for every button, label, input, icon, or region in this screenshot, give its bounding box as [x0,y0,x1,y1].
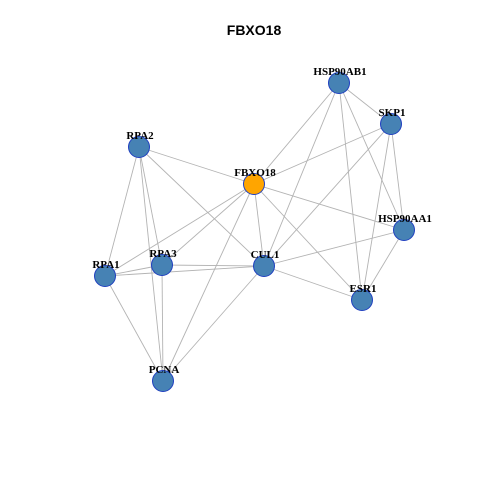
node-label-hsp90ab1: HSP90AB1 [313,66,366,78]
edge-hsp90ab1-hsp90aa1 [338,82,405,231]
edge-cul1-esr1 [263,265,363,301]
edge-hsp90ab1-skp1 [338,82,392,125]
edge-fbxo18-pcna [162,183,255,382]
edge-cul1-rpa1 [104,265,265,277]
node-label-esr1: ESR1 [350,283,377,295]
edge-rpa3-pcna [161,264,164,382]
edge-hsp90aa1-esr1 [361,229,405,301]
edge-rpa2-rpa1 [104,146,140,277]
edge-cul1-pcna [162,265,265,382]
edges-layer [104,82,405,382]
edge-hsp90ab1-esr1 [338,82,363,301]
edge-hsp90ab1-fbxo18 [253,82,340,185]
edge-rpa2-rpa3 [138,146,163,266]
edge-hsp90ab1-cul1 [263,82,340,267]
node-rpa2 [128,136,150,158]
node-rpa3 [151,254,173,276]
edge-skp1-fbxo18 [253,123,392,185]
edge-fbxo18-esr1 [253,183,363,301]
edge-fbxo18-cul1 [253,183,265,267]
edge-hsp90aa1-cul1 [263,229,405,267]
nodes-layer [94,72,415,392]
node-label-skp1: SKP1 [379,107,406,119]
node-skp1 [380,113,402,135]
node-hsp90aa1 [393,219,415,241]
edge-fbxo18-rpa1 [104,183,255,277]
edge-rpa2-fbxo18 [138,146,255,185]
edge-fbxo18-rpa3 [161,183,255,266]
edge-skp1-hsp90aa1 [390,123,405,231]
graph-title: FBXO18 [227,22,282,38]
node-hsp90ab1 [328,72,350,94]
node-label-pcna: PCNA [149,364,180,376]
edge-rpa3-cul1 [161,264,265,267]
edge-rpa2-cul1 [138,146,265,267]
node-label-rpa2: RPA2 [126,130,154,142]
edge-fbxo18-hsp90aa1 [253,183,405,231]
edge-skp1-cul1 [263,123,392,267]
node-label-rpa3: RPA3 [149,248,177,260]
node-label-hsp90aa1: HSP90AA1 [378,213,432,225]
node-esr1 [351,289,373,311]
edge-skp1-esr1 [361,123,392,301]
node-label-cul1: CUL1 [251,249,280,261]
node-fbxo18 [243,173,265,195]
edge-rpa2-pcna [138,146,164,382]
node-rpa1 [94,265,116,287]
node-pcna [152,370,174,392]
node-label-rpa1: RPA1 [92,259,119,271]
node-cul1 [253,255,275,277]
node-label-fbxo18: FBXO18 [234,167,276,179]
edge-rpa1-pcna [104,275,164,382]
